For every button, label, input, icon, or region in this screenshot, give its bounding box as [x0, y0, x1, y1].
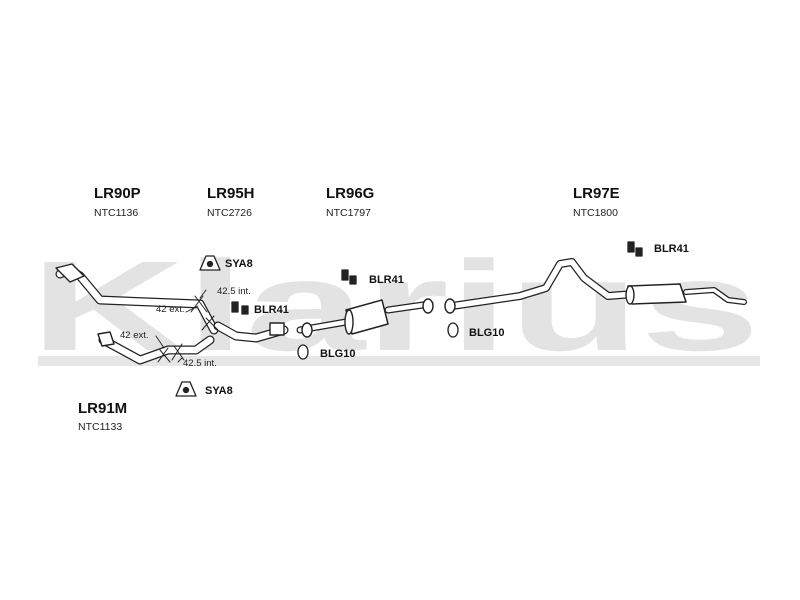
clamp-icons [157, 295, 456, 363]
part-number: NTC2726 [207, 207, 252, 219]
flange-icon [97, 331, 115, 347]
assembly-code: LR96G [326, 185, 375, 202]
assembly-code: LR97E [573, 185, 620, 202]
fitting-label: BLR41 [369, 274, 404, 286]
dimension-leaders [155, 289, 207, 363]
fitting-label: SYA8 [225, 258, 253, 270]
fitting-label: SYA8 [205, 385, 233, 397]
dimension-label: 42.5 int. [217, 286, 251, 297]
crossed-pipe-marks [190, 295, 219, 331]
middle-pipe-lr95h [213, 321, 289, 343]
part-number: NTC1797 [326, 207, 371, 219]
front-pipe-lr91m [97, 331, 215, 365]
assembly-code: LR90P [94, 185, 141, 202]
dimension-label: 42.5 int. [183, 358, 217, 369]
hanger-icon [341, 269, 357, 285]
part-number: NTC1136 [94, 207, 139, 219]
fitting-label: BLG10 [320, 348, 356, 360]
gasket-icon [301, 322, 313, 338]
dimension-label: 42 ext. [120, 330, 149, 341]
clamp-icon [447, 322, 459, 338]
part-number: NTC1133 [78, 421, 123, 433]
crossed-pipe-marks [157, 343, 185, 363]
gasket-icon [444, 298, 456, 314]
fitting-label: BLR41 [654, 243, 689, 255]
dimension-label: 42 ext. [156, 304, 185, 315]
hanger-icon [627, 241, 643, 257]
fitting-icons [175, 241, 643, 397]
front-pipe-lr90p [55, 263, 219, 335]
pipe-joint [269, 322, 285, 336]
rear-silencer-lr97e [448, 258, 747, 310]
gasket-icon [422, 298, 434, 314]
fitting-label: BLR41 [254, 304, 289, 316]
flange-icon [55, 263, 85, 283]
part-number: NTC1800 [573, 207, 618, 219]
fitting-label: BLG10 [469, 327, 505, 339]
clamp-icon [297, 344, 309, 360]
assembly-code: LR91M [78, 400, 128, 417]
hanger-icon [231, 301, 249, 315]
assembly-code: LR95H [207, 185, 255, 202]
watermark-band [38, 356, 760, 366]
centre-silencer-lr96g [296, 299, 434, 335]
